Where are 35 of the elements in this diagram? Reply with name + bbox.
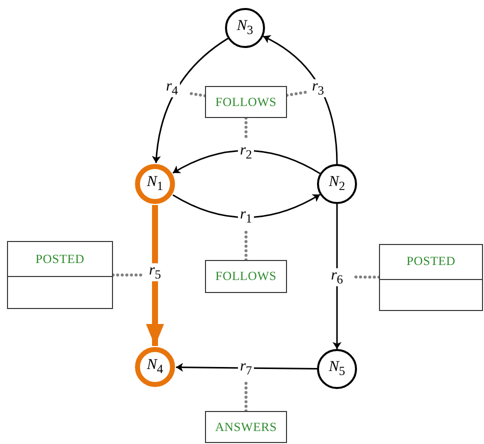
node-circle: [225, 8, 265, 48]
node-circle: [135, 347, 175, 387]
node-circle: [135, 164, 175, 204]
dotted-leader-line: [244, 230, 248, 262]
relation-box: [205, 411, 287, 443]
arrow: [176, 362, 317, 372]
arrow: [172, 194, 320, 218]
edge-label: r$_{3}$: [310, 79, 326, 97]
arrow: [172, 150, 320, 174]
arrow: [262, 36, 338, 164]
relation-name: POSTED: [35, 252, 85, 266]
relation-box: [205, 86, 287, 118]
relation-name: FOLLOWS: [215, 94, 277, 110]
node-circle: [317, 164, 357, 204]
edge-label: r$_{6}$: [328, 268, 346, 286]
dotted-leader-line: [352, 276, 380, 279]
table-box: [7, 241, 113, 309]
node-label: N$_{2}$: [328, 174, 346, 194]
dotted-leader-line: [286, 90, 308, 97]
relation-name: ANSWERS: [215, 420, 277, 434]
relation-name: FOLLOWS: [215, 269, 277, 284]
node-label: N$_{4}$: [146, 357, 164, 377]
dotted-leader-line: [112, 274, 142, 276]
node-circle: [317, 349, 357, 389]
node-label: N$_{1}$: [146, 174, 164, 194]
relation-box: [205, 260, 287, 293]
edge-label: r$_{5}$: [146, 263, 164, 281]
dotted-leader-line: [244, 382, 248, 412]
arrow: [146, 205, 164, 346]
relation-name: POSTED: [406, 254, 456, 270]
arrow: [332, 204, 342, 349]
node-label: N$_{5}$: [328, 359, 346, 379]
node-label: N$_{3}$: [236, 18, 254, 38]
arrow: [152, 38, 228, 164]
table-box: [379, 244, 483, 311]
